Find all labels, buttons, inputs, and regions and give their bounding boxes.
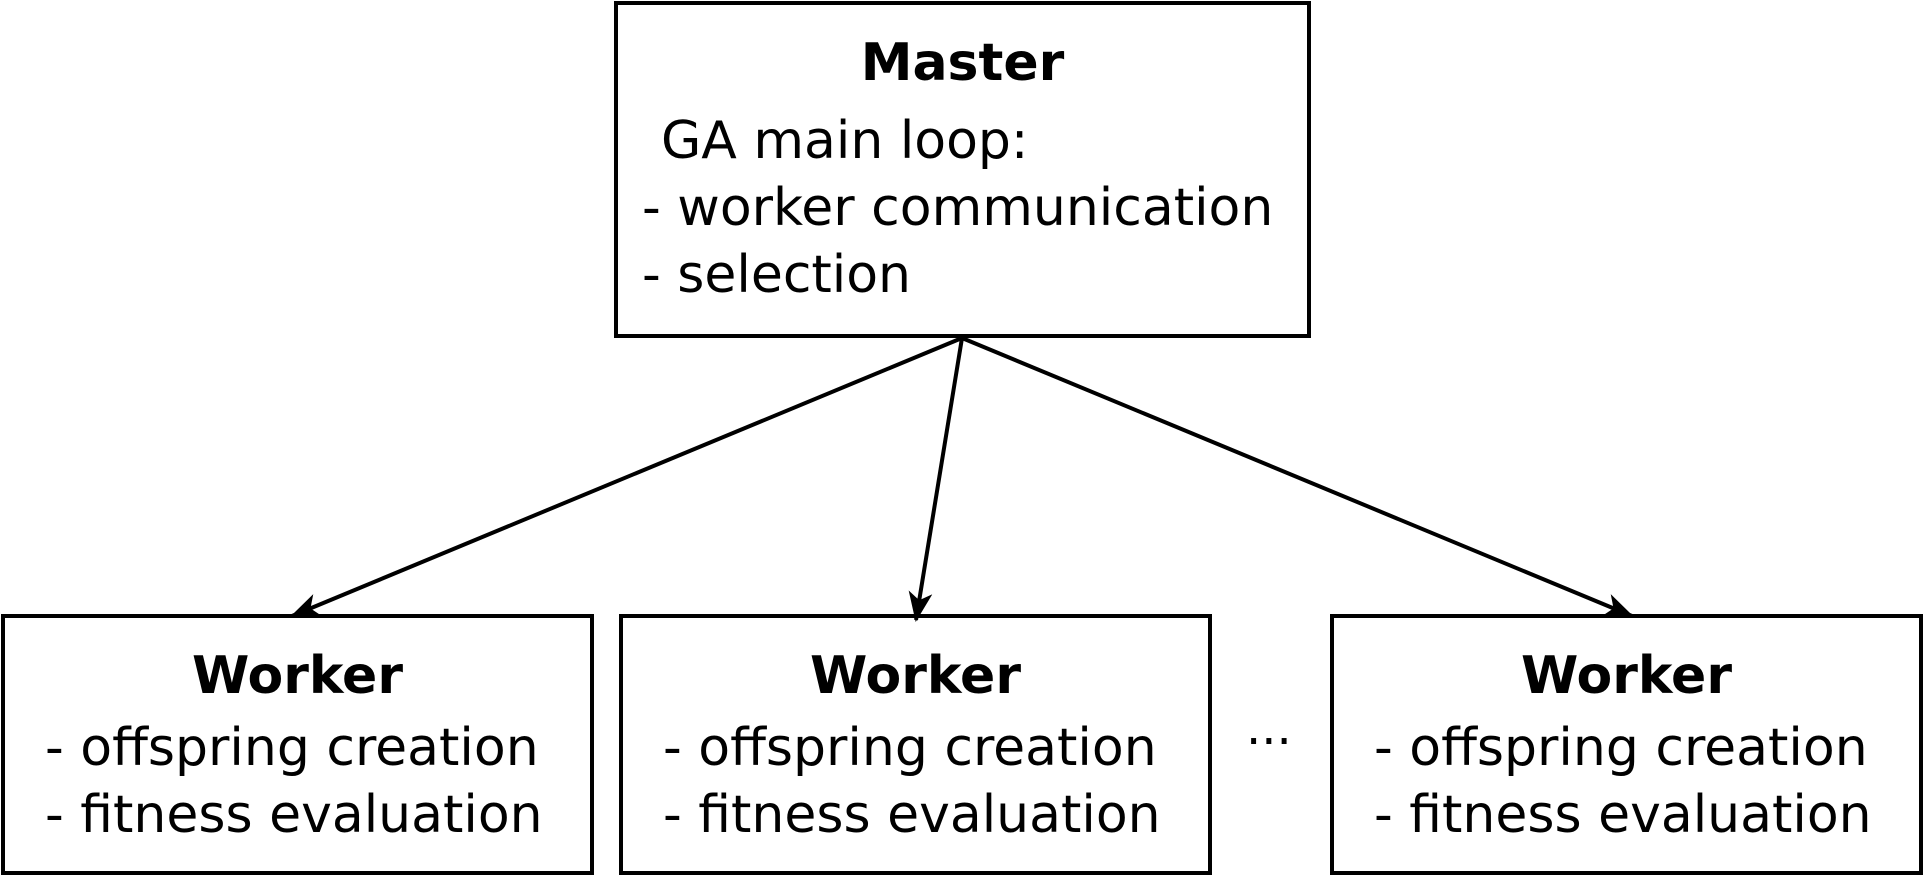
worker-title-1: Worker bbox=[192, 646, 403, 706]
worker-box-1: Worker - offspring creation - fitness ev… bbox=[1, 614, 594, 875]
worker-3-line-1: - offspring creation bbox=[1374, 718, 1868, 778]
master-line-3: - selection bbox=[642, 245, 912, 305]
worker-title-2: Worker bbox=[810, 646, 1021, 706]
worker-1-line-2: - fitness evaluation bbox=[45, 785, 543, 845]
worker-box-2: Worker - offspring creation - fitness ev… bbox=[619, 614, 1212, 875]
worker-2-line-2: - fitness evaluation bbox=[663, 785, 1161, 845]
arrow-to-worker-2 bbox=[908, 337, 964, 622]
master-title: Master bbox=[860, 33, 1065, 93]
worker-3-line-2: - fitness evaluation bbox=[1374, 785, 1872, 845]
arrow-to-worker-1 bbox=[290, 336, 963, 618]
worker-title-3: Worker bbox=[1521, 646, 1732, 706]
more-workers-ellipsis: ··· bbox=[1246, 714, 1292, 770]
worker-1-line-1: - offspring creation bbox=[45, 718, 539, 778]
worker-box-3: Worker - offspring creation - fitness ev… bbox=[1330, 614, 1923, 875]
master-line-1: GA main loop: bbox=[661, 111, 1029, 171]
master-line-2: - worker communication bbox=[642, 178, 1274, 238]
worker-2-line-1: - offspring creation bbox=[663, 718, 1157, 778]
arrow-to-worker-3 bbox=[961, 336, 1634, 618]
master-box: Master GA main loop: - worker communicat… bbox=[614, 1, 1311, 338]
